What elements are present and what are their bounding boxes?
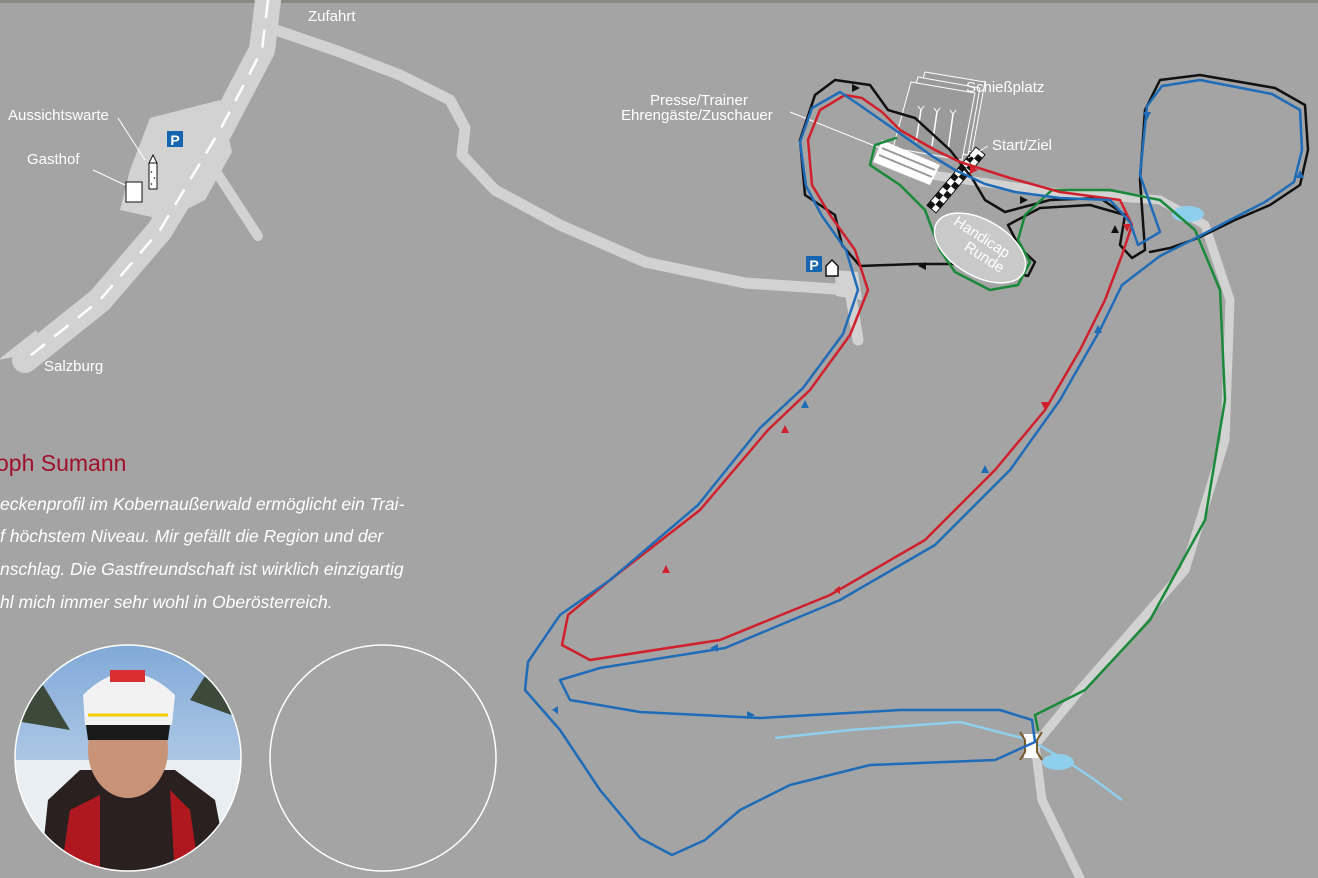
trail-black — [798, 73, 1310, 278]
east-road — [920, 169, 1235, 878]
trails — [523, 73, 1310, 857]
top-strip — [0, 0, 1318, 3]
quote-title: oph Sumann — [0, 450, 127, 476]
direction-arrows — [552, 112, 1304, 719]
gasthof-area — [120, 100, 232, 220]
pond-south — [1042, 754, 1074, 770]
label-schiessplatz: Schießplatz — [966, 79, 1045, 96]
svg-text:P: P — [809, 257, 818, 273]
label-gasthof: Gasthof — [27, 151, 80, 168]
trail-blue — [523, 78, 1304, 857]
gasthof-building — [125, 181, 143, 203]
trail-red — [560, 93, 1134, 662]
label-start-ziel: Start/Ziel — [992, 137, 1053, 154]
quote-line-3: nschlag. Die Gastfreundschaft ist wirkli… — [0, 559, 404, 579]
direction-arrows-black — [852, 84, 1119, 270]
quote-line-2: f höchstem Niveau. Mir gefällt die Regio… — [0, 526, 384, 546]
hut-icon — [825, 258, 839, 277]
presse-building — [873, 140, 940, 185]
direction-arrows-red — [662, 166, 1131, 594]
athlete-photo — [14, 644, 242, 872]
empty-photo-frame — [269, 644, 497, 872]
leader-lines — [92, 111, 989, 186]
access-road — [264, 22, 864, 346]
start-ziel-flag — [926, 146, 986, 214]
svg-text:P: P — [170, 132, 179, 148]
trail-green — [868, 136, 1227, 732]
parking-icon-trail: P — [806, 256, 822, 273]
side-road — [210, 165, 263, 241]
label-salzburg: Salzburg — [44, 358, 104, 375]
label-zufahrt: Zufahrt — [308, 8, 356, 25]
quote-line-4: hl mich immer sehr wohl in Oberösterreic… — [0, 592, 333, 612]
label-aussichtswarte: Aussichtswarte — [8, 107, 109, 124]
quote-line-1: eckenprofil im Kobernaußerwald ermöglich… — [0, 494, 405, 514]
aussichtswarte-tower — [148, 153, 158, 190]
label-presse-trainer: Presse/Trainer — [650, 92, 748, 109]
p2-area — [835, 270, 862, 300]
road-centerline — [24, 0, 270, 361]
label-ehrengaeste: Ehrengäste/Zuschauer — [621, 107, 773, 124]
schiessplatz-building — [892, 71, 986, 161]
parking-icon: P — [167, 131, 183, 148]
handicap-runde — [933, 212, 1027, 284]
